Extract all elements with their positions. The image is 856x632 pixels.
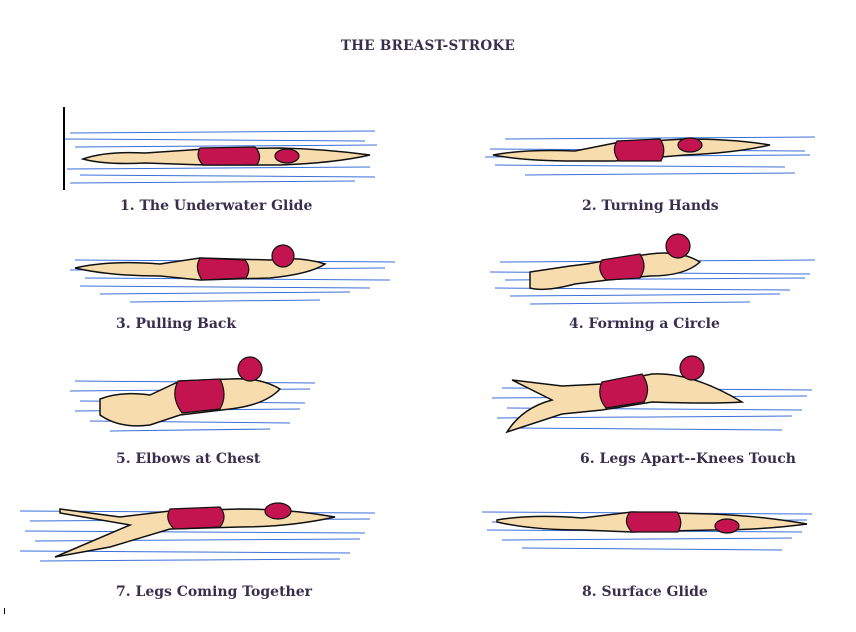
vertical-rule <box>63 107 65 190</box>
swimmer-turning-hands-figure <box>484 136 816 176</box>
step-5-label: 5. Elbows at Chest <box>116 451 261 467</box>
diagram-title: THE BREAST-STROKE <box>340 38 516 54</box>
swimmer-legs-apart-figure <box>491 355 813 434</box>
step-2-label: 2. Turning Hands <box>582 198 719 214</box>
swimmer-pulling-back-figure <box>69 244 396 303</box>
swimmer-forming-circle-figure <box>489 233 816 305</box>
step-3-illustration <box>69 240 400 310</box>
corner-tick-mark <box>4 608 5 614</box>
swimmer-glide-figure <box>64 130 378 184</box>
step-5-illustration <box>69 355 320 440</box>
step-4-label: 4. Forming a Circle <box>569 316 720 332</box>
step-3-label: 3. Pulling Back <box>116 316 237 332</box>
step-2-illustration <box>484 125 820 185</box>
step-6-label: 6. Legs Apart--Knees Touch <box>580 451 796 467</box>
step-6-illustration <box>491 352 822 442</box>
step-7-label: 7. Legs Coming Together <box>116 584 313 600</box>
step-1-illustration <box>64 125 385 195</box>
step-1-label: 1. The Underwater Glide <box>120 198 313 214</box>
step-8-label: 8. Surface Glide <box>582 584 708 600</box>
swimmer-elbows-at-chest-figure <box>69 356 316 432</box>
step-4-illustration <box>489 232 820 310</box>
swimmer-surface-glide-figure <box>481 511 813 551</box>
step-8-illustration <box>481 500 817 560</box>
swimmer-legs-together-figure <box>19 502 376 562</box>
step-7-illustration <box>19 495 380 575</box>
